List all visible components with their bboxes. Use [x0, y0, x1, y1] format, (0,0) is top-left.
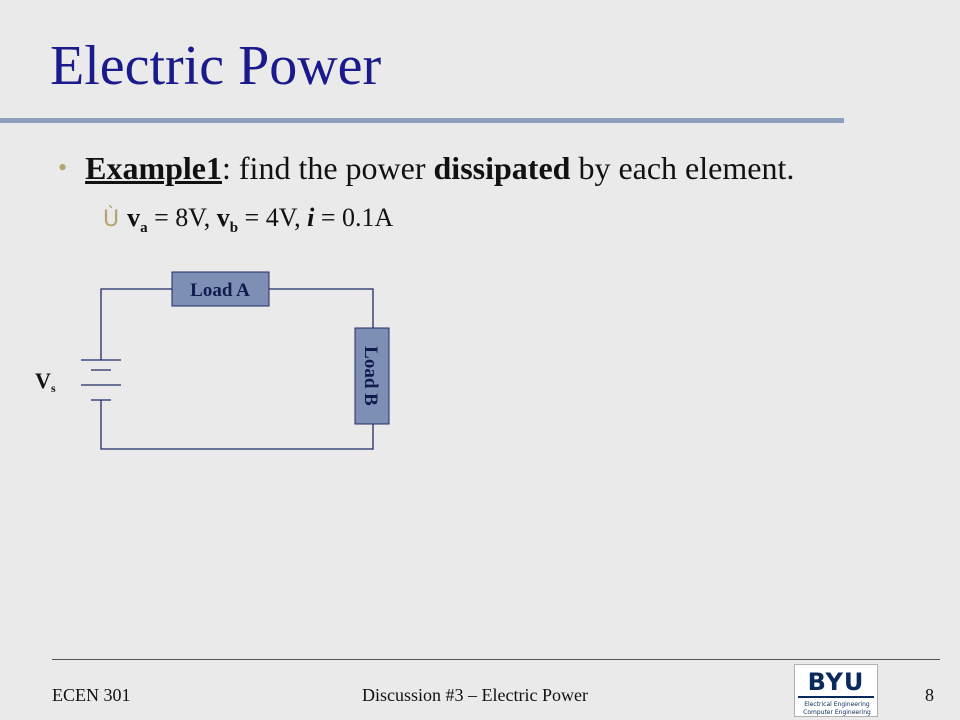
- footer-course: ECEN 301: [52, 685, 131, 705]
- load-a-label: Load A: [190, 280, 250, 301]
- i-symbol: i: [307, 203, 315, 232]
- bullet-example: • Example1: find the power dissipated by …: [58, 150, 794, 187]
- vb-value: = 4V,: [238, 203, 308, 232]
- footer-topic: Discussion #3 – Electric Power: [362, 685, 588, 705]
- sub-bullet-icon: Ù: [103, 207, 120, 232]
- load-b-label: Load B: [360, 346, 381, 406]
- bullet-text-b: by each element.: [570, 150, 795, 186]
- circuit-wires: [100, 288, 374, 450]
- wire-top-left: [100, 288, 172, 360]
- logo-bar: [798, 696, 874, 698]
- source-label: V: [35, 368, 51, 393]
- example-label: Example1: [85, 150, 222, 186]
- load-b-box: [354, 327, 390, 425]
- source-subscript: s: [51, 381, 56, 395]
- bullet-text-a: : find the power: [222, 150, 434, 186]
- i-value: = 0.1A: [314, 203, 394, 232]
- footer-divider: [52, 659, 940, 660]
- va-value: = 8V,: [147, 203, 217, 232]
- vb-subscript: b: [229, 220, 239, 237]
- vb-symbol: v: [216, 203, 230, 232]
- va-subscript: a: [140, 220, 148, 237]
- slide-title: Electric Power: [50, 35, 382, 97]
- wire-top-right: [269, 288, 374, 328]
- logo-line-1: Electrical Engineering: [804, 701, 870, 708]
- bullet-emphasis: dissipated: [433, 150, 571, 186]
- logo-wordmark: BYU: [798, 668, 874, 696]
- wire-bottom: [100, 400, 374, 450]
- load-a-box: [171, 271, 270, 307]
- bullet-dot-icon: •: [58, 153, 68, 182]
- byu-logo: BYU Electrical Engineering Computer Engi…: [794, 664, 878, 717]
- title-divider: [0, 118, 844, 123]
- va-symbol: v: [127, 203, 141, 232]
- battery-icon: [81, 359, 121, 401]
- logo-line-2: Computer Engineering: [803, 709, 871, 716]
- page-number: 8: [925, 685, 934, 705]
